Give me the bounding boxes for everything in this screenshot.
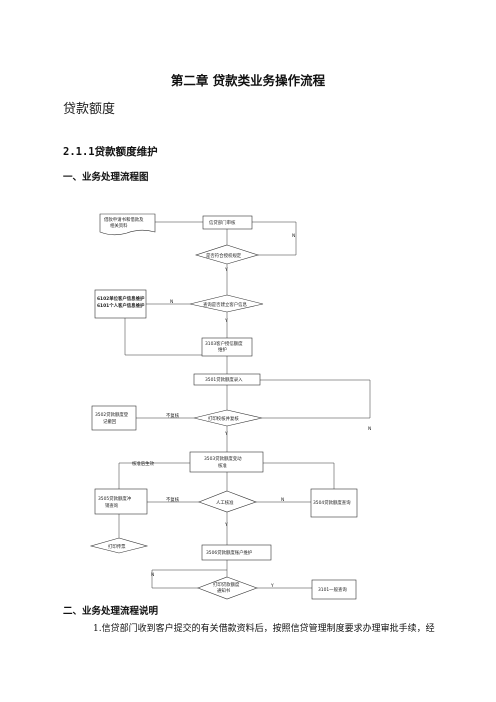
print-voucher-label: 打印传票 <box>108 543 126 550</box>
query-node <box>310 488 358 518</box>
subsection-title: 2.1.1贷款额度维护 <box>63 146 158 158</box>
label-y-4: Y <box>224 522 228 528</box>
label-n-2: N <box>170 299 173 305</box>
change-line2: 核准 <box>218 462 227 469</box>
document-node <box>99 213 156 236</box>
manual-check-label: 人工核准 <box>216 499 234 506</box>
chapter-title: 第二章 贷款类业务操作流程 <box>170 73 326 88</box>
invalid-node <box>91 405 137 431</box>
loan-limit-entry-label: 3501贷款额度录入 <box>205 376 243 383</box>
flow-nodes: 借款申请书和借款及 相关资料 信贷部门审核 是否符合授权规定 6102单位客户信… <box>89 213 358 600</box>
adjust-node <box>94 488 148 515</box>
label-y-5: Y <box>270 583 274 589</box>
label-n-5: N <box>151 572 154 578</box>
query-label: 3504贷款额度查询 <box>313 499 351 506</box>
credit-limit-line2: 维护 <box>218 346 227 353</box>
manual-check-node <box>198 490 257 513</box>
paragraph-1: 1.信贷部门收到客户提交的有关借款资料后，按照信贷管理制度要求办理审批手续，经 <box>93 624 435 634</box>
change-node <box>189 451 264 473</box>
account-maint-label: 3506贷款额度账户维护 <box>206 549 253 556</box>
label-y-1: Y <box>224 267 228 273</box>
customer-maint-line1: 6102单位客户信息维护 <box>97 295 145 302</box>
credit-review-label: 信贷部门审核 <box>209 219 236 226</box>
loan-limit-entry-node <box>193 373 261 386</box>
flow-connectors <box>118 221 371 589</box>
part-title-description: 二、业务处理流程说明 <box>63 606 159 617</box>
print-check-label: 打印校核并复核 <box>208 415 239 422</box>
label-not-ok-2: 不复核 <box>166 496 180 503</box>
credit-review-node <box>202 215 253 230</box>
label-not-ok-1: 不复核 <box>166 412 180 419</box>
print-notice-line1: 打印贷款额度 <box>213 581 240 588</box>
print-voucher-node <box>89 537 149 554</box>
label-n-1: N <box>292 233 295 239</box>
adjust-line1: 3505贷款额度冲 <box>98 495 132 502</box>
label-n-4: N <box>281 497 284 503</box>
document-node-line2: 相关资料 <box>110 222 128 229</box>
approve-decision-node <box>194 244 260 265</box>
print-notice-node <box>197 576 258 600</box>
print-check-node <box>193 409 263 427</box>
customer-check-node <box>189 294 264 313</box>
customer-maint-node <box>94 289 147 319</box>
adjust-line2: 销查询 <box>105 502 119 509</box>
change-line1: 3503贷款额度变动 <box>204 455 242 462</box>
print-notice-line2: 通知书 <box>217 587 231 594</box>
customer-check-label: 查询是否建立客户信息 <box>203 301 248 308</box>
general-query-label: 3101一般查询 <box>318 586 347 593</box>
document-node-line1: 借款申请书和借款及 <box>104 216 144 223</box>
approve-decision-label: 是否符合授权规定 <box>206 252 242 259</box>
section-title: 贷款额度 <box>63 102 116 117</box>
credit-limit-line1: 3103客户授信额度 <box>205 340 243 347</box>
edge-labels: N Y N Y N 不复核 Y 核准后生效 不复核 N Y N Y <box>132 233 371 589</box>
general-query-node <box>311 579 357 600</box>
invalid-line2: 记撤回 <box>103 418 117 425</box>
part-title-flowchart: 一、业务处理流程图 <box>63 172 149 183</box>
label-y-3: Y <box>224 431 228 437</box>
credit-limit-node <box>201 337 253 357</box>
label-y-2: Y <box>224 318 228 324</box>
account-maint-node <box>201 544 272 561</box>
invalid-line1: 3502贷款额度登 <box>95 411 129 418</box>
label-n-3: N <box>368 426 371 432</box>
label-effective: 核准后生效 <box>132 460 155 467</box>
customer-maint-line2: 6101个人客户信息维护 <box>97 302 145 309</box>
